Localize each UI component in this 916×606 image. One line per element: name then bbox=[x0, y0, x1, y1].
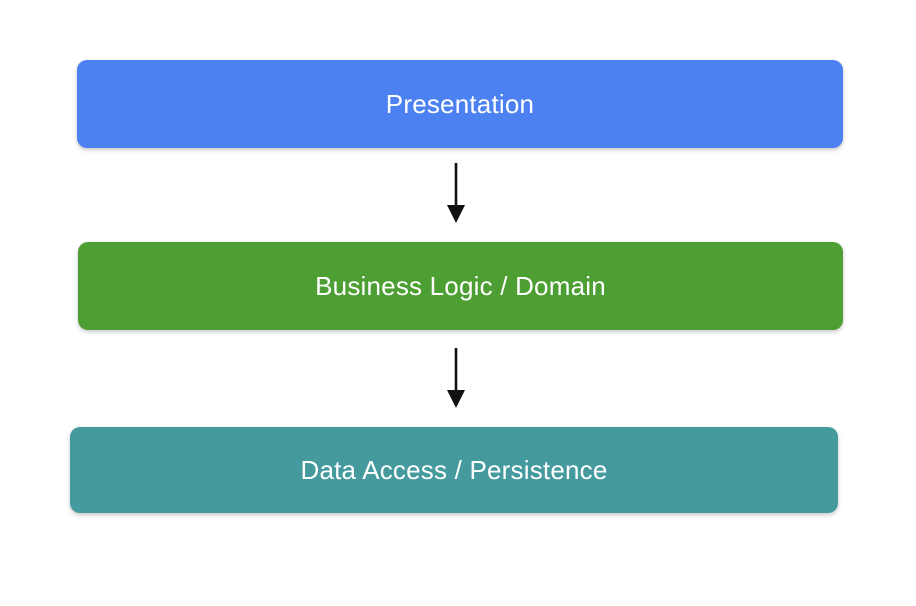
layer-box-data-access: Data Access / Persistence bbox=[70, 427, 838, 513]
layer-label-presentation: Presentation bbox=[385, 88, 535, 119]
down-arrow-icon bbox=[447, 348, 465, 408]
layer-box-business-logic: Business Logic / Domain bbox=[78, 242, 843, 330]
layer-label-data-access: Data Access / Persistence bbox=[300, 454, 608, 485]
layer-box-presentation: Presentation bbox=[77, 60, 843, 148]
layer-label-business-logic: Business Logic / Domain bbox=[315, 270, 606, 301]
down-arrow-icon bbox=[447, 163, 465, 223]
